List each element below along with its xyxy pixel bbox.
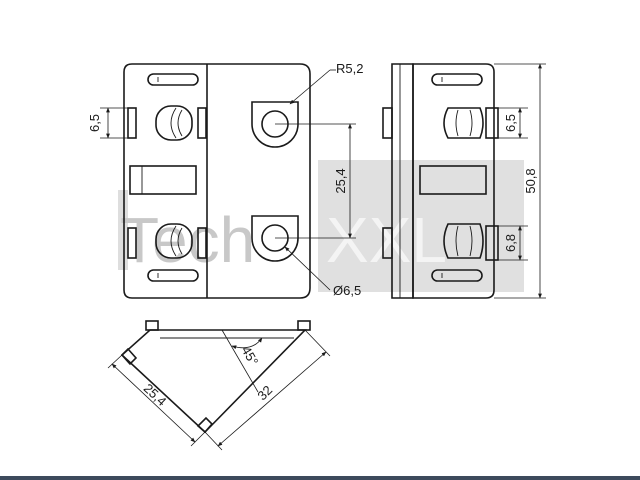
- dim-side-label: 25,4: [141, 381, 170, 409]
- front-view-outline: [123, 63, 311, 299]
- center-recess: [129, 165, 197, 195]
- tab-left-upper: [127, 107, 137, 139]
- side-bolt-upper-detail: [455, 109, 473, 137]
- top-view-dimensions: 25,4 32 45°: [107, 329, 331, 451]
- side-tab-right-lower: [485, 225, 499, 261]
- hole-upper-pocket: [251, 101, 299, 148]
- triangle-tab-left: [145, 320, 159, 331]
- triangle-tab-lower-left: [120, 347, 138, 366]
- angle-arc: [231, 337, 263, 350]
- side-top-slot: [431, 73, 483, 86]
- dim-side-line: [111, 363, 196, 443]
- bolt-lower-detail: [170, 225, 183, 257]
- radius-leader: [289, 69, 331, 105]
- tab-mid-upper: [197, 107, 207, 139]
- dim-65-right-label: 6,5: [503, 114, 518, 132]
- watermark-text-tech: Tech: [120, 204, 255, 276]
- front-view: [123, 63, 311, 299]
- watermark: Tech XXL: [118, 160, 524, 292]
- tab-left-lower: [127, 227, 137, 259]
- watermark-text-xxl: XXL: [326, 204, 447, 276]
- bottom-slot: [147, 269, 199, 282]
- dim-68-label: 6,8: [503, 234, 518, 252]
- dim-508-label: 50,8: [523, 168, 538, 193]
- dim-diag-ext-a: [304, 329, 331, 357]
- bolt-lower: [155, 223, 193, 259]
- dim-65-left-label: 6,5: [87, 114, 102, 132]
- side-bolt-upper: [443, 107, 484, 139]
- side-tab-right-upper: [485, 107, 499, 139]
- side-bolt-lower: [443, 223, 484, 259]
- side-view-dimensions: 6,5 6,8 50,8: [494, 63, 546, 299]
- side-tab-left-upper: [382, 107, 393, 139]
- dim-side-ext-b: [190, 431, 206, 447]
- dim-side-ext-a: [107, 354, 123, 369]
- top-slot: [147, 73, 199, 86]
- bolt-upper: [155, 105, 193, 141]
- dim-diag-ext-b: [204, 431, 223, 451]
- side-tab-left-lower: [382, 227, 393, 259]
- top-view: [120, 320, 311, 434]
- triangle-tab-bottom: [196, 416, 214, 434]
- side-bolt-lower-detail: [455, 225, 473, 257]
- bottom-bar: [0, 476, 640, 480]
- front-view-dimensions: 6,5 25,4 R5,2 Ø6,5: [87, 61, 363, 298]
- dim-254-label: 25,4: [333, 168, 348, 193]
- diameter-label: Ø6,5: [333, 283, 361, 298]
- hole-lower-pocket: [251, 215, 299, 262]
- radius-label: R5,2: [336, 61, 363, 76]
- triangle-tab-right: [297, 320, 311, 331]
- diameter-leader: [284, 246, 331, 291]
- side-center-recess: [419, 165, 487, 195]
- bolt-upper-detail: [170, 107, 183, 139]
- dim-diag-label: 32: [254, 382, 275, 403]
- side-bottom-slot: [431, 269, 483, 282]
- tab-mid-lower: [197, 227, 207, 259]
- dim-diag-line: [217, 351, 327, 447]
- angle-ray: [221, 329, 259, 393]
- side-view: [382, 63, 499, 299]
- side-view-outline: [412, 63, 495, 299]
- watermark-bar-left: [118, 190, 128, 270]
